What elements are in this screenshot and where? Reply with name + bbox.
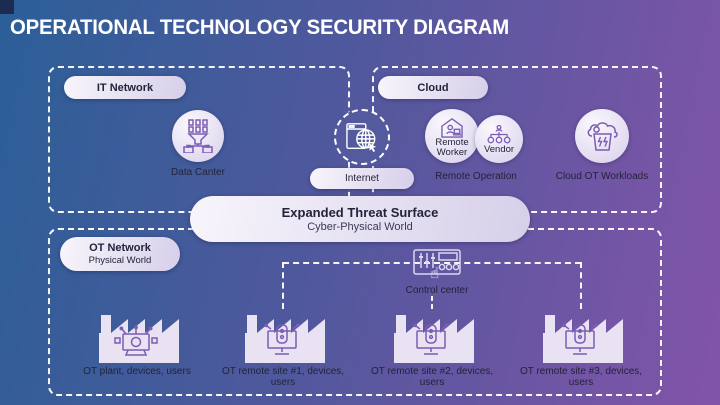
vendor-label: Vendor: [483, 143, 515, 155]
remote-monitor-icon: [413, 323, 449, 355]
factory-icon: [95, 311, 179, 363]
connector-drop-site2: [431, 296, 433, 309]
remote-worker-label: Remote Worker: [435, 136, 469, 158]
factory-icon: [241, 311, 325, 363]
ot-remote-site2-label: OT remote site #2, devices, users: [370, 366, 494, 388]
connector-drop-site1: [282, 262, 284, 309]
it-network-pill: IT Network: [64, 76, 186, 99]
control-center-icon: [413, 249, 461, 275]
connector-horizontal: [283, 262, 581, 264]
cloud-workloads-icon: [584, 121, 620, 152]
threat-surface-title: Expanded Threat Surface: [281, 205, 439, 220]
vendor-node: Vendor: [475, 115, 523, 163]
remote-worker-node: Remote Worker: [425, 109, 479, 163]
ot-network-label: OT Network: [89, 242, 151, 254]
ot-remote-site2-node: [390, 311, 474, 363]
threat-surface-subtitle: Cyber-Physical World: [307, 221, 413, 233]
ot-plant-node: [95, 311, 179, 363]
ot-remote-site1-label: OT remote site #1, devices, users: [221, 366, 345, 388]
factory-icon: [539, 311, 623, 363]
remote-operation-label: Remote Operation: [435, 171, 517, 182]
internet-label: Internet: [345, 173, 379, 184]
ot-plant-label: OT plant, devices, users: [83, 366, 191, 377]
ot-remote-site3-label: OT remote site #3, devices, users: [519, 366, 643, 388]
threat-surface-banner: Expanded Threat Surface Cyber-Physical W…: [190, 196, 530, 242]
data-center-label: Data Canter: [171, 167, 225, 178]
internet-icon: [346, 121, 378, 153]
slide-title: OPERATIONAL TECHNOLOGY SECURITY DIAGRAM: [10, 16, 510, 39]
cloud-workloads-label: Cloud OT Workloads: [555, 171, 649, 182]
remote-monitor-icon: [264, 323, 300, 355]
it-network-label: IT Network: [96, 81, 154, 94]
internet-node: [334, 109, 390, 165]
internet-pill: Internet: [310, 168, 414, 189]
remote-monitor-icon: [562, 323, 598, 355]
data-center-icon: [182, 119, 214, 153]
cloud-pill: Cloud: [378, 76, 488, 99]
cloud-workloads-node: [575, 109, 629, 163]
ot-remote-site1-node: [241, 311, 325, 363]
data-center-node: [172, 110, 224, 162]
connector-drop-site3: [580, 262, 582, 309]
control-center-label: Control center: [405, 285, 469, 296]
ot-remote-site3-node: [539, 311, 623, 363]
vendor-icon: [487, 124, 511, 145]
ot-network-sublabel: Physical World: [88, 255, 152, 266]
brand-square: [0, 0, 14, 14]
factory-icon: [390, 311, 474, 363]
ot-network-pill: OT Network Physical World: [60, 237, 180, 271]
remote-worker-icon: [440, 117, 464, 138]
cloud-label: Cloud: [417, 81, 449, 94]
plant-machine-icon: [114, 325, 158, 356]
click-hand-icon: ☝: [430, 264, 440, 282]
